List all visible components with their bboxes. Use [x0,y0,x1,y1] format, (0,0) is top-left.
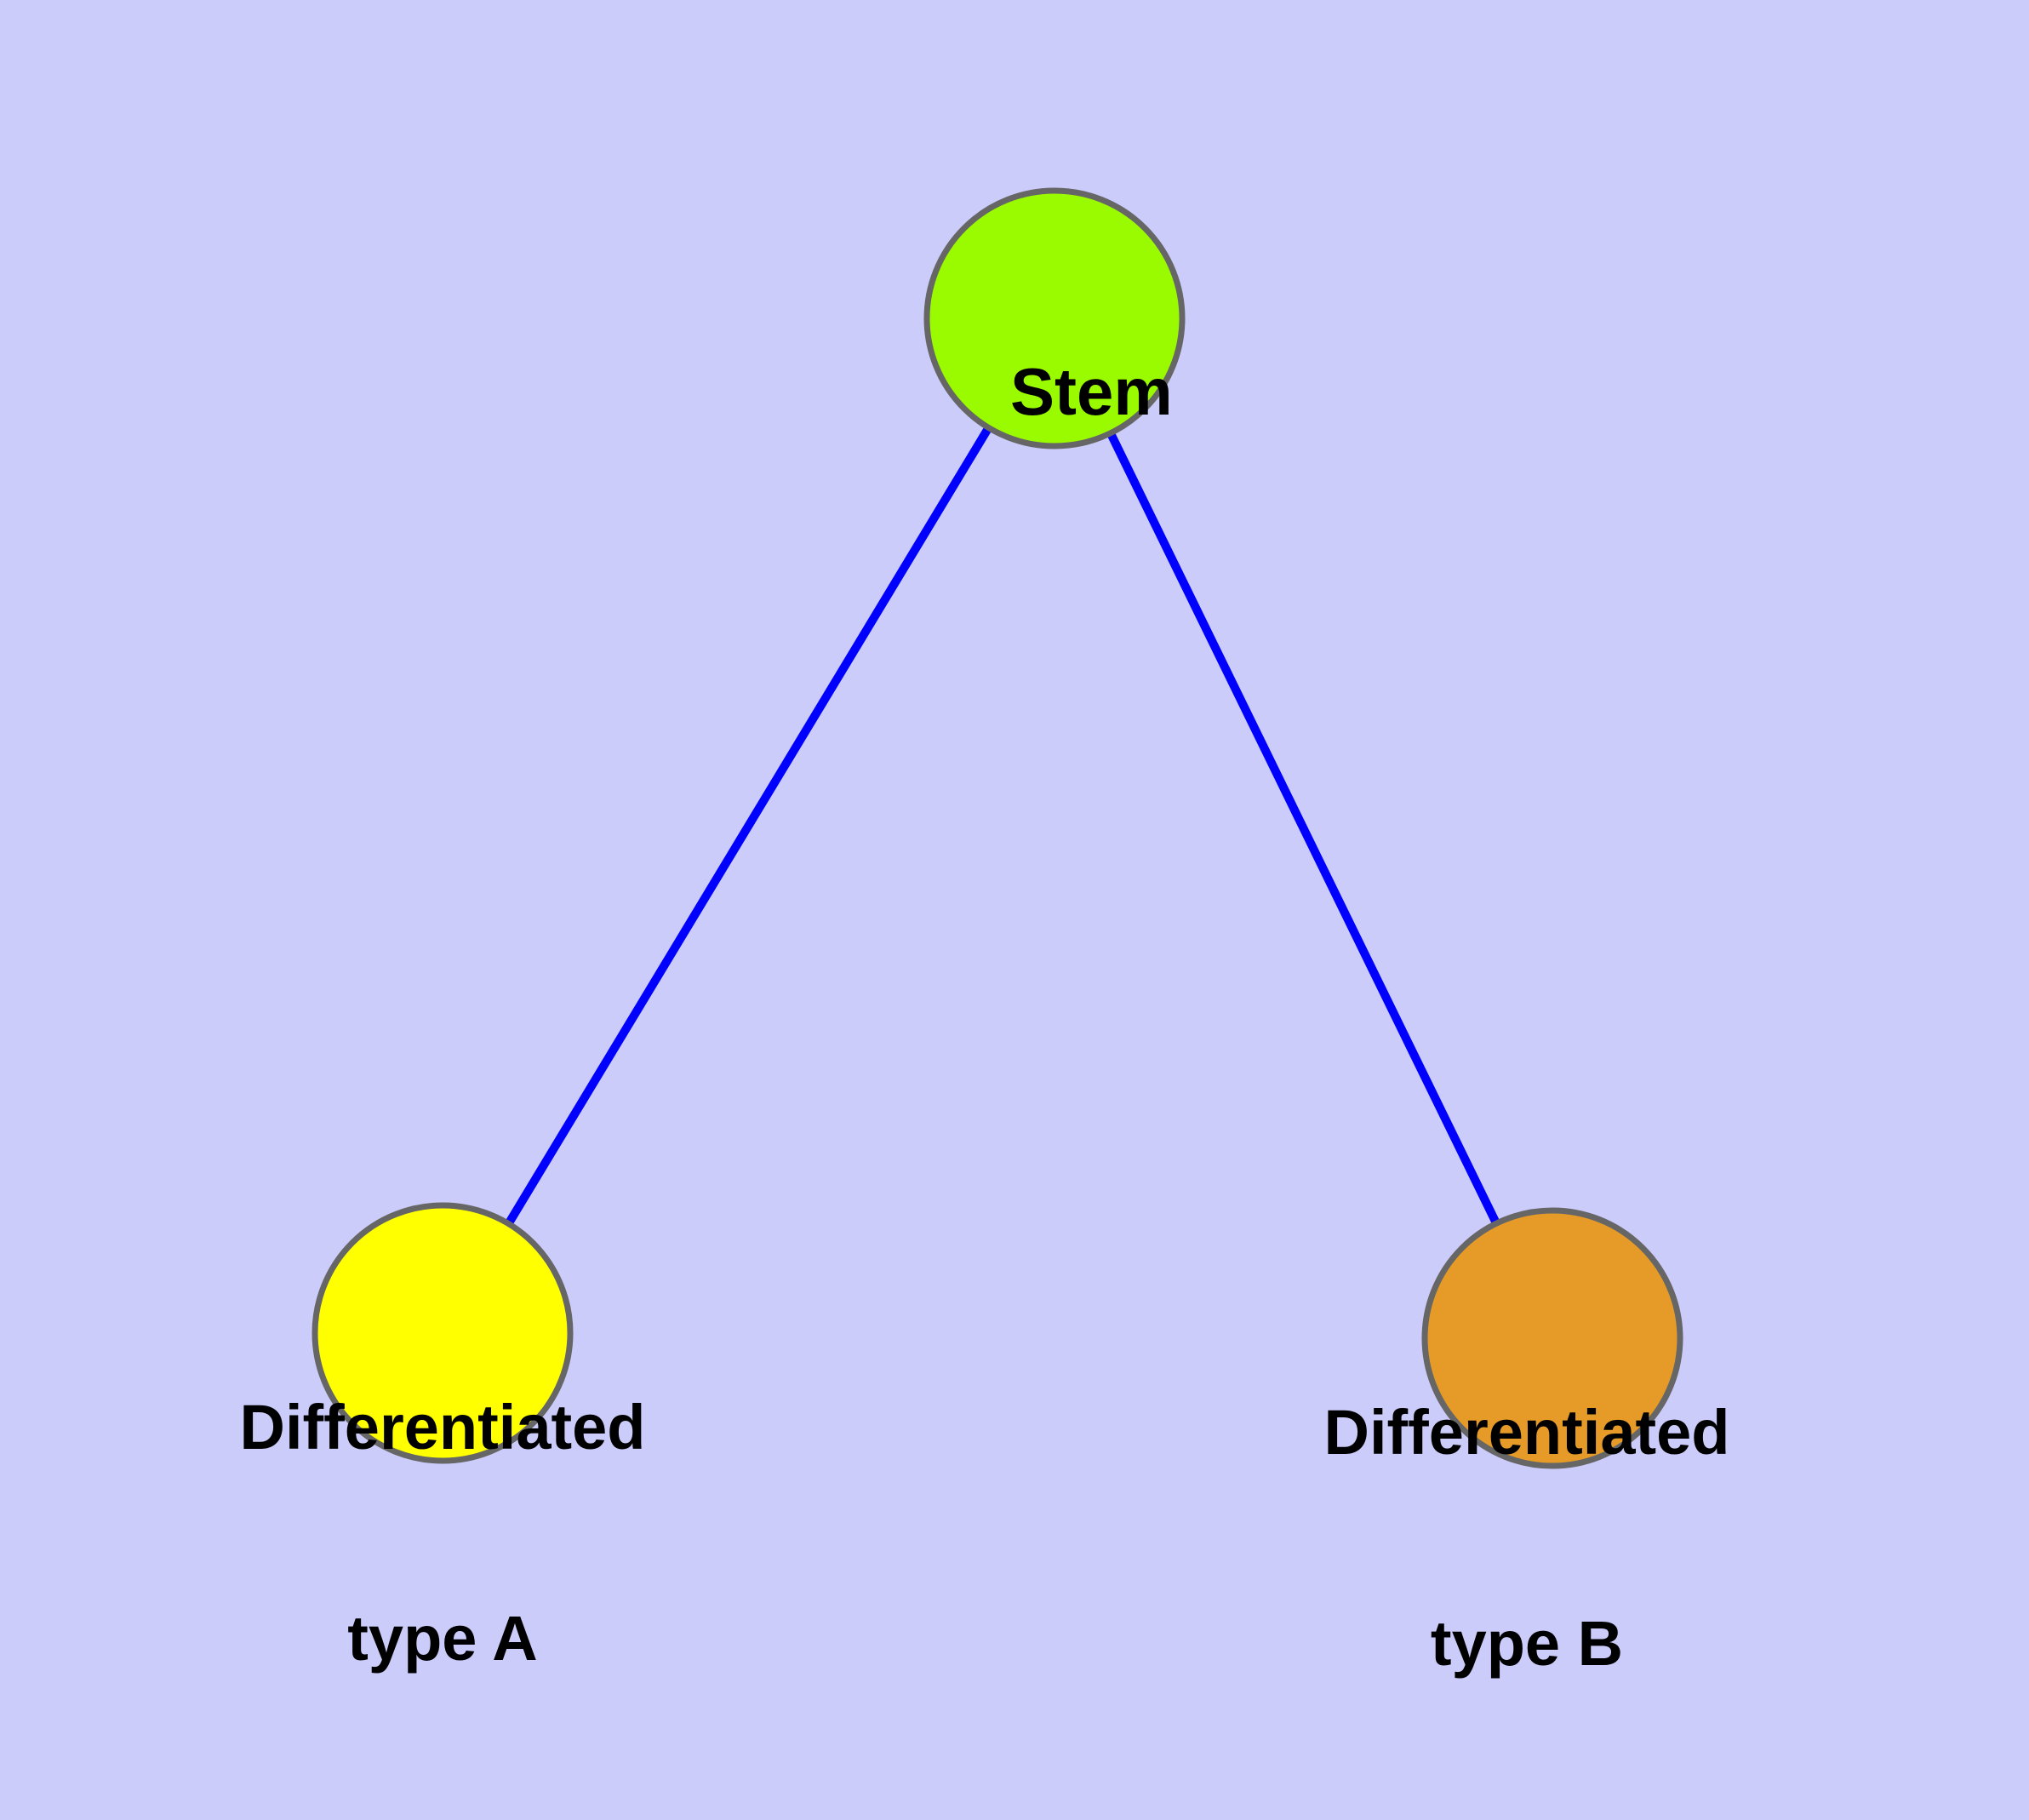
node-circle-diff-a[interactable] [311,1202,574,1464]
edge-layer [438,316,1557,1341]
node-layer [311,187,1683,1469]
edge-stem-to-diff-a [438,316,1059,1336]
node-circle-stem[interactable] [923,187,1186,449]
node-circle-diff-b[interactable] [1421,1207,1683,1469]
edge-stem-to-diff-b [1050,316,1557,1341]
